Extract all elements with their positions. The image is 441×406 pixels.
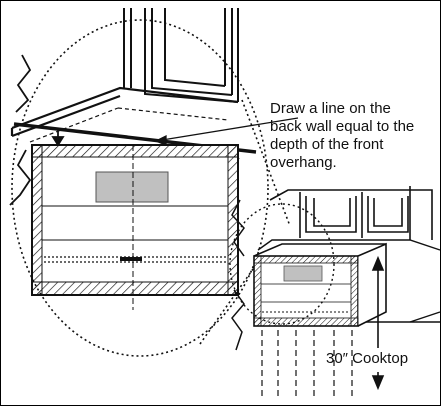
wall-break-marks xyxy=(9,54,32,206)
instruction-callout: Draw a line on the back wall equal to th… xyxy=(270,100,440,172)
callout-line-1: Draw a line on the xyxy=(270,100,391,117)
cooktop-guides xyxy=(261,330,353,398)
dimension-arrow xyxy=(371,255,385,391)
cooktop-dimension-label: 30″ Cooktop xyxy=(326,350,409,367)
cabinet-bottom xyxy=(10,86,239,138)
back-wall-small xyxy=(257,239,441,323)
detail-circle-small xyxy=(229,203,335,325)
microwave-small xyxy=(253,242,387,327)
detail-circle-large xyxy=(11,19,269,357)
callout-line-3: depth of the front xyxy=(270,136,384,153)
upper-cabinet-small xyxy=(269,186,433,240)
leader-line xyxy=(154,117,299,146)
microwave-large xyxy=(31,144,239,310)
callout-line-4: overhang. xyxy=(270,154,337,171)
upper-cabinet xyxy=(123,8,239,103)
wall-break-small xyxy=(231,199,245,351)
zoom-rays xyxy=(199,99,291,345)
back-wall-line xyxy=(29,107,229,143)
callout-line-2: back wall equal to the xyxy=(270,118,415,135)
